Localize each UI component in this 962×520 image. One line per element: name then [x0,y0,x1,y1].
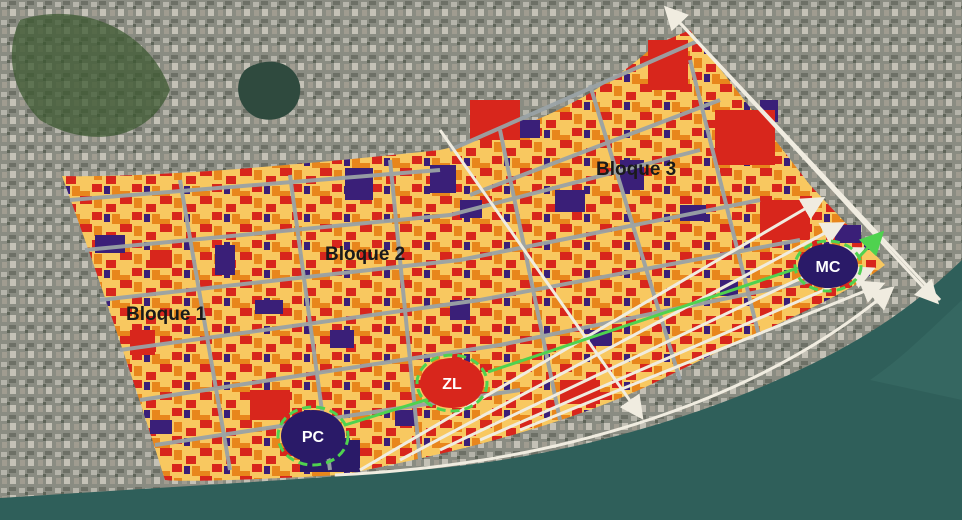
bloque-2-label: Bloque 2 [325,244,405,265]
vegetation-patch [11,13,170,137]
zone-pc[interactable]: PC [276,405,350,467]
zone-pc-label: PC [302,429,325,446]
zone-connection-path [344,230,885,427]
zone-mc-label: MC [816,259,841,276]
zone-zl-label: ZL [442,376,462,393]
lake [238,61,301,120]
bloque-3-label: Bloque 3 [596,159,676,180]
flow-arrows [334,5,942,477]
bloque-1-label: Bloque 1 [126,304,207,325]
zone-zl[interactable]: ZL [415,353,489,413]
river [0,260,962,520]
river-branch [870,300,962,400]
zone-mc[interactable]: MC [793,239,863,293]
